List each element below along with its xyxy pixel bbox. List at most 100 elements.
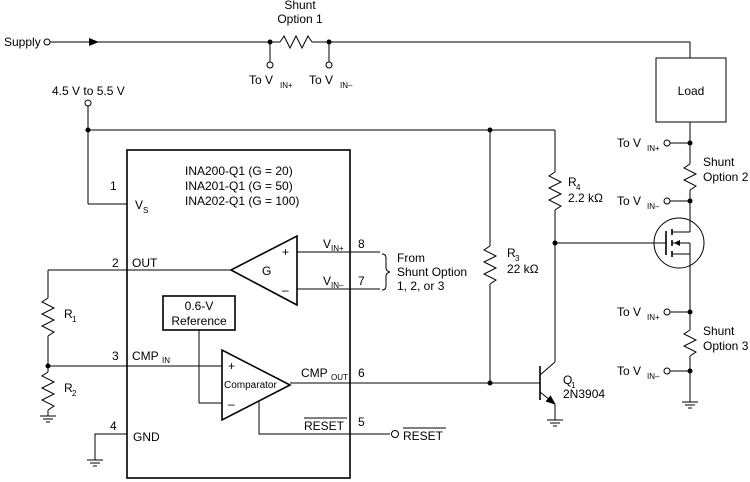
reference-block: 0.6-V Reference <box>162 295 236 404</box>
svg-text:INA201-Q1 (G = 50): INA201-Q1 (G = 50) <box>185 179 293 193</box>
svg-text:Shunt: Shunt <box>284 0 316 12</box>
svg-text:To V: To V <box>617 136 641 150</box>
supply-terminal <box>43 38 51 46</box>
svg-text:IN–: IN– <box>647 202 660 211</box>
load-box: Load <box>655 57 727 123</box>
pin-3-cmp-in: 3 CMP IN <box>48 349 222 367</box>
svg-text:Reference: Reference <box>171 314 227 328</box>
svg-text:Q: Q <box>563 373 572 387</box>
svg-text:1: 1 <box>72 315 77 324</box>
svg-text:IN+: IN+ <box>280 81 293 90</box>
resistor-r1: R 1 <box>40 297 77 368</box>
svg-text:V: V <box>323 237 331 251</box>
svg-text:3: 3 <box>112 349 119 363</box>
resistor-r3: R 3 22 kΩ <box>482 130 539 383</box>
shunt-option-2-label: Shunt Option 2 <box>703 155 749 184</box>
comparator-label: Comparator <box>224 380 277 391</box>
shunt-option-3-label: Shunt Option 3 <box>703 324 749 353</box>
pin-2-out: 2 OUT <box>47 256 231 298</box>
pin-4-gnd: 4 GND <box>87 419 160 467</box>
shunt3-vin-plus-label: To V IN+ <box>617 305 660 322</box>
shunt1-vin-minus-label: To V IN– <box>309 73 353 90</box>
svg-text:6: 6 <box>358 366 365 380</box>
mosfet <box>653 217 705 269</box>
svg-text:CMP: CMP <box>132 349 159 363</box>
shunt2-vin-minus-label: To V IN– <box>617 194 660 211</box>
svg-text:+: + <box>228 359 235 373</box>
svg-text:2.2 kΩ: 2.2 kΩ <box>568 191 603 205</box>
svg-text:IN+: IN+ <box>331 244 344 253</box>
pin-5-reset: RESET 5 RESET <box>258 402 446 443</box>
svg-text:CMP: CMP <box>301 366 328 380</box>
from-shunt-label: From Shunt Option 1, 2, or 3 <box>397 251 467 293</box>
pin-6-cmp-out: CMP OUT 6 <box>290 366 540 384</box>
svg-text:To V: To V <box>309 73 333 87</box>
svg-text:Option 1: Option 1 <box>277 12 323 26</box>
svg-text:INA200-Q1 (G = 20): INA200-Q1 (G = 20) <box>185 164 293 178</box>
ic-part-names: INA200-Q1 (G = 20) INA201-Q1 (G = 50) IN… <box>185 164 299 208</box>
amplifier: G + – <box>229 234 298 307</box>
comparator: Comparator + – <box>221 348 292 422</box>
supply-label: Supply <box>4 35 41 49</box>
vcc-rail: 4.5 V to 5.5 V <box>52 84 556 205</box>
amp-gain-label: G <box>262 264 271 278</box>
svg-text:To V: To V <box>617 194 641 208</box>
svg-text:Shunt: Shunt <box>703 155 735 169</box>
svg-text:To V: To V <box>249 73 273 87</box>
svg-text:R: R <box>507 246 516 260</box>
svg-text:1: 1 <box>571 381 576 390</box>
svg-text:Option 3: Option 3 <box>703 339 749 353</box>
svg-text:2: 2 <box>112 256 119 270</box>
svg-text:4: 4 <box>576 183 581 192</box>
svg-text:INA202-Q1 (G = 100): INA202-Q1 (G = 100) <box>185 194 299 208</box>
svg-text:–: – <box>282 283 289 297</box>
pin-8-vin-plus: V IN+ 8 <box>297 237 380 253</box>
svg-text:R: R <box>64 381 73 395</box>
supply-rail: Supply <box>4 34 691 69</box>
svg-text:V: V <box>323 274 331 288</box>
svg-text:8: 8 <box>358 237 365 251</box>
pin-1-vs: 1 V S <box>110 179 148 215</box>
shunt2-vin-plus-label: To V IN+ <box>617 136 660 153</box>
svg-text:IN–: IN– <box>331 281 344 290</box>
svg-text:V: V <box>135 198 143 212</box>
svg-text:S: S <box>143 206 148 215</box>
svg-text:IN+: IN+ <box>647 313 660 322</box>
shunt1-vin-plus-label: To V IN+ <box>249 73 293 90</box>
svg-text:Shunt Option: Shunt Option <box>397 265 467 279</box>
right-branch <box>663 122 698 409</box>
svg-text:RESET: RESET <box>304 419 345 433</box>
svg-text:To V: To V <box>617 305 641 319</box>
svg-text:–: – <box>228 397 235 411</box>
svg-text:R: R <box>568 175 577 189</box>
svg-text:3: 3 <box>515 254 520 263</box>
svg-text:OUT: OUT <box>132 256 158 270</box>
svg-text:From: From <box>397 251 425 265</box>
svg-text:GND: GND <box>133 430 160 444</box>
svg-text:5: 5 <box>358 415 365 429</box>
svg-text:4: 4 <box>110 419 117 433</box>
svg-text:IN–: IN– <box>340 81 353 90</box>
ic-body <box>126 149 351 479</box>
resistor-r2: R 2 <box>40 366 77 423</box>
svg-text:+: + <box>282 245 289 259</box>
svg-text:1, 2, or 3: 1, 2, or 3 <box>397 279 445 293</box>
shunt-option-1-label: Shunt Option 1 <box>277 0 323 26</box>
load-label: Load <box>678 84 705 98</box>
svg-text:To V: To V <box>617 364 641 378</box>
vrange-label: 4.5 V to 5.5 V <box>52 84 125 98</box>
svg-text:1: 1 <box>110 179 117 193</box>
svg-text:IN+: IN+ <box>647 144 660 153</box>
svg-text:2N3904: 2N3904 <box>563 387 605 401</box>
transistor-q1: Q 1 2N3904 <box>539 360 605 427</box>
svg-text:Option 2: Option 2 <box>703 170 749 184</box>
svg-text:IN–: IN– <box>647 372 660 381</box>
svg-text:0.6-V: 0.6-V <box>185 299 214 313</box>
reset-output-label: RESET <box>403 429 444 443</box>
svg-text:R: R <box>64 307 73 321</box>
svg-text:2: 2 <box>72 389 77 398</box>
svg-text:22 kΩ: 22 kΩ <box>507 262 539 276</box>
svg-text:7: 7 <box>358 274 365 288</box>
svg-text:IN: IN <box>162 356 170 365</box>
